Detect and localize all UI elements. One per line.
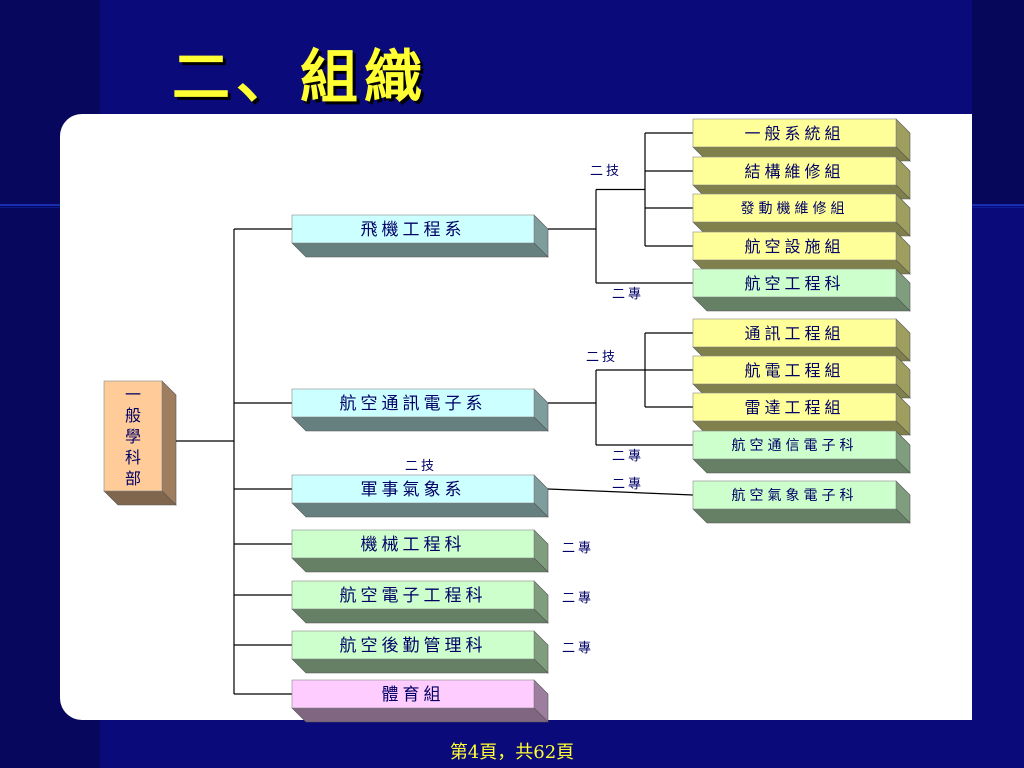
group-tag: 二專: [612, 477, 644, 492]
dept-node: 航空後勤管理科: [291, 630, 549, 674]
unit-node: 航空通信電子科: [692, 430, 911, 474]
unit-node-label: 航空設施組: [744, 237, 844, 256]
dept-node-face: [291, 630, 535, 660]
unit-node-label: 航空通信電子科: [732, 438, 858, 454]
unit-node: 一般系統組: [692, 118, 911, 162]
dept-node-face: [291, 214, 535, 244]
group-tag: 二技: [590, 164, 622, 179]
dept-node-face: [291, 388, 535, 418]
slide-title: 二、組織: [172, 43, 429, 111]
root-node-face: [103, 380, 163, 492]
dept-node-bottom: [291, 707, 549, 723]
unit-node-label: 結構維修組: [744, 162, 844, 181]
dept-node-face: [291, 474, 535, 504]
unit-node-bottom: [692, 458, 911, 474]
unit-node-face: [692, 392, 897, 422]
dept-node-label: 軍事氣象系: [361, 480, 466, 500]
dept-node-bottom: [291, 502, 549, 518]
dept-node-label: 航空通訊電子系: [340, 394, 487, 414]
dept-tag: 二專: [562, 591, 594, 606]
unit-connector: [547, 488, 694, 496]
dept-node: 飛機工程系: [291, 214, 549, 258]
dept-node-bottom: [291, 416, 549, 432]
root-node-char: 般: [125, 406, 141, 425]
unit-node-label: 航空氣象電子科: [732, 488, 858, 504]
unit-node: 發動機維修組: [692, 193, 911, 237]
dept-node-bottom: [291, 557, 549, 573]
group-tag: 二專: [612, 449, 644, 464]
unit-node: 通訊工程組: [692, 318, 911, 362]
unit-node: 結構維修組: [692, 156, 911, 200]
unit-node: 航電工程組: [692, 355, 911, 399]
dept-node: 機械工程科: [291, 529, 549, 573]
unit-node-bottom: [692, 508, 911, 524]
dept-node-label: 航空後勤管理科: [340, 636, 487, 656]
dept-tag: 二專: [562, 641, 594, 656]
page-footer: 第4頁，共62頁: [449, 742, 575, 763]
unit-node-face: [692, 193, 897, 223]
unit-node-label: 航空工程科: [744, 274, 844, 293]
unit-node-face: [692, 480, 897, 510]
dept-node: 體育組: [291, 679, 549, 723]
unit-node-face: [692, 156, 897, 186]
unit-node: 航空工程科: [692, 268, 911, 312]
dept-node: 航空電子工程科: [291, 580, 549, 624]
dept-node-label: 機械工程科: [361, 535, 466, 555]
dept-tag: 二專: [562, 541, 594, 556]
root-node-char: 學: [125, 427, 141, 446]
dept-node: 軍事氣象系: [291, 474, 549, 518]
dept-node-bottom: [291, 608, 549, 624]
dept-node-face: [291, 580, 535, 610]
dept-node: 航空通訊電子系: [291, 388, 549, 432]
root-node-char: 一: [125, 385, 141, 404]
unit-node: 航空氣象電子科: [692, 480, 911, 524]
root-node-char: 科: [125, 448, 141, 467]
unit-node-face: [692, 268, 897, 298]
group-tag: 二技: [586, 350, 618, 365]
dept-tag: 二技: [405, 459, 437, 474]
unit-node-label: 發動機維修組: [741, 201, 849, 217]
unit-node: 航空設施組: [692, 231, 911, 275]
unit-node-label: 雷達工程組: [744, 398, 844, 417]
dept-node-label: 航空電子工程科: [340, 586, 487, 606]
unit-node-label: 一般系統組: [744, 124, 844, 143]
unit-node-bottom: [692, 296, 911, 312]
unit-node-face: [692, 118, 897, 148]
unit-node-face: [692, 430, 897, 460]
unit-node: 雷達工程組: [692, 392, 911, 436]
group-tag: 二專: [612, 287, 644, 302]
unit-node-label: 航電工程組: [744, 361, 844, 380]
unit-node-label: 通訊工程組: [744, 324, 844, 343]
unit-node-face: [692, 318, 897, 348]
unit-node-face: [692, 231, 897, 261]
dept-node-bottom: [291, 242, 549, 258]
dept-node-label: 體育組: [382, 685, 445, 705]
dept-node-face: [291, 529, 535, 559]
dept-node-face: [291, 679, 535, 709]
dept-node-bottom: [291, 658, 549, 674]
dept-node-label: 飛機工程系: [361, 220, 466, 240]
background-corner: [972, 0, 1024, 205]
root-node-char: 部: [125, 469, 141, 488]
unit-node-face: [692, 355, 897, 385]
root-node-side: [161, 380, 177, 506]
